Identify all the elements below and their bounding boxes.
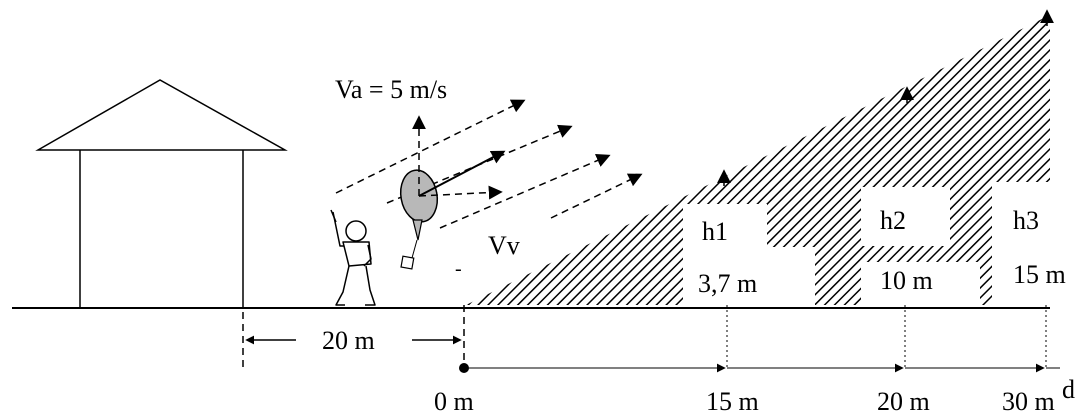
- horizontal-velocity-vector: [418, 185, 503, 200]
- wind-arrow-1: [335, 99, 526, 194]
- axis-name: d: [1062, 375, 1075, 404]
- house: [35, 79, 288, 308]
- house-distance-label: 20 m: [322, 326, 375, 355]
- gap-2-height-value: 10 m: [880, 266, 933, 295]
- balloon: [399, 115, 506, 270]
- balloon-payload: [400, 255, 415, 270]
- wind-speed-label: Va = 5 m/s: [335, 75, 447, 104]
- axis-tick-0: 0 m: [434, 387, 474, 416]
- wind-arrow-3: [439, 153, 611, 229]
- axis-tick-1: 15 m: [706, 387, 759, 416]
- wind-arrows: [335, 99, 643, 229]
- axis-tick-3: 30 m: [1002, 387, 1055, 416]
- balloon-velocity-label: Vv: [488, 231, 520, 260]
- person-leg-right: [365, 265, 376, 306]
- resultant-velocity-vector: [418, 150, 506, 197]
- axis-tick-2: 20 m: [877, 387, 930, 416]
- person: [330, 209, 376, 306]
- person-back-arm: [363, 244, 372, 267]
- wind-arrow-4: [550, 173, 643, 219]
- small-dash: -: [455, 258, 462, 280]
- balloon-string: [411, 239, 418, 259]
- person-head: [345, 220, 367, 242]
- balloon-neck: [412, 219, 423, 241]
- person-hand: [330, 209, 337, 223]
- gap-3-height-value: 15 m: [1013, 260, 1066, 289]
- gap-1-height-label: h1: [702, 217, 728, 246]
- gap-1-height-value: 3,7 m: [698, 269, 757, 298]
- house-roof: [35, 79, 288, 151]
- gap-2-height-label: h2: [880, 206, 906, 235]
- person-leg-left: [335, 265, 350, 306]
- hatched-region: [466, 15, 1050, 305]
- person-torso: [342, 241, 372, 267]
- gap-3-height-label: h3: [1013, 206, 1039, 235]
